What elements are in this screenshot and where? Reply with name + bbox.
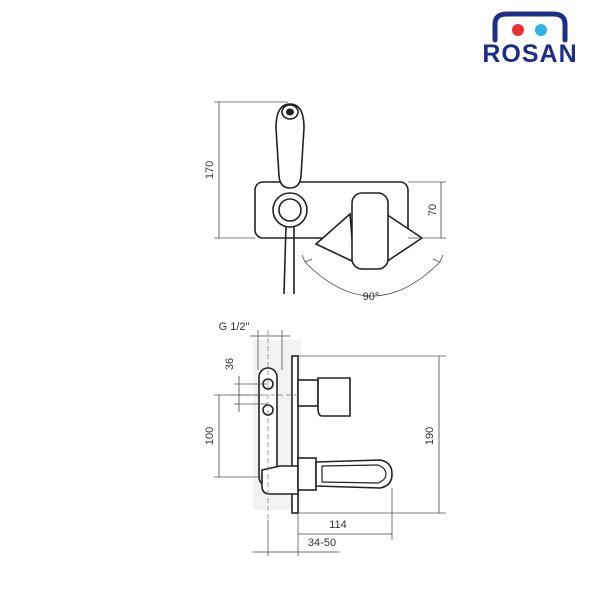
brand-name: ROSAN [482, 40, 577, 68]
shower-holder-side [297, 457, 317, 491]
dim-170-label: 170 [204, 161, 216, 179]
dim-190-label: 190 [424, 427, 436, 445]
dim-100-label: 100 [204, 427, 216, 445]
logo-red-dot [512, 24, 524, 36]
logo-cyan-dot [535, 24, 547, 36]
dim-thread-label: G 1/2" [219, 321, 250, 333]
shower-holder [272, 192, 308, 228]
dim-36-label: 36 [224, 358, 236, 370]
arc-arrow-left [301, 254, 313, 263]
rotation-angle-label: 90° [363, 291, 380, 303]
mixer-cartridge [317, 377, 351, 417]
hand-shower-head [275, 103, 305, 189]
rotation-arc [304, 261, 441, 297]
side-view: G 1/2" 36 100 190 114 34-50 [204, 321, 446, 556]
shower-holder-inner [278, 198, 302, 222]
side-wall-plate [291, 355, 299, 514]
mixer-body [297, 379, 319, 407]
rosan-logo: ROSAN [482, 11, 577, 68]
hand-shower-grip [321, 464, 387, 484]
dim-114-label: 114 [329, 519, 347, 531]
lever-arm [314, 212, 355, 264]
logo-arc [492, 11, 568, 43]
shower-nozzle [281, 104, 299, 120]
mixer-handle [351, 192, 389, 270]
dim-wall-label: 34-50 [308, 537, 336, 549]
arc-arrow-right [432, 254, 444, 263]
top-view: 90° 170 70 [204, 101, 446, 303]
hose-left [283, 225, 287, 295]
dim-70-label: 70 [427, 204, 439, 216]
shower-nozzle-inner [286, 108, 294, 116]
lower-connector [261, 465, 299, 495]
